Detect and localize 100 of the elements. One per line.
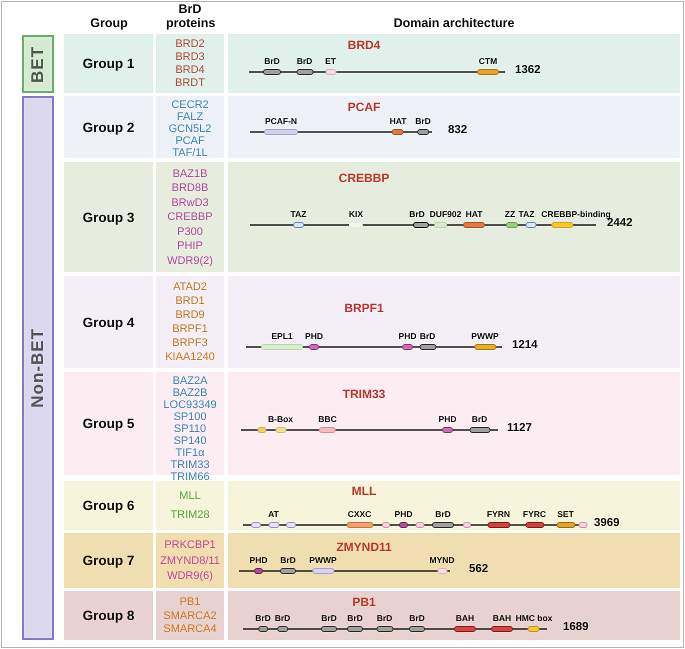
domain-label: BAH: [456, 613, 474, 623]
domain-label: BrD: [321, 613, 337, 623]
column-header: Domain architecture: [392, 16, 516, 30]
protein-name: BAZ2A: [172, 375, 208, 387]
domain-label: BrD: [472, 414, 488, 424]
domain-label: PCAF-N: [264, 116, 298, 126]
group-name: Group 1: [82, 56, 134, 71]
group-name: Group 5: [82, 416, 134, 431]
domain-label: BrD: [255, 613, 271, 623]
domain-label: EPL1: [271, 331, 293, 341]
protein-name: BRD4: [175, 64, 205, 76]
group-name: Group 4: [82, 314, 134, 330]
domain-label: BrD: [435, 509, 451, 519]
protein-name: SP140: [173, 435, 207, 447]
protein-name-heading: BRPF1: [344, 301, 384, 315]
domain-label: AT: [268, 509, 279, 519]
protein-name-heading: TRIM33: [342, 387, 386, 401]
protein-name: BAZ2B: [172, 387, 208, 399]
protein-name: SMARCA2: [163, 610, 217, 622]
protein-name: BRD8B: [172, 182, 208, 194]
protein-name: TAF/1L: [172, 147, 208, 159]
sequence-length: 832: [448, 124, 468, 136]
protein-name: SP110: [174, 423, 206, 435]
sequence-length: 562: [469, 563, 488, 575]
protein-name-heading: PCAF: [348, 100, 380, 114]
domain-label: PHD: [394, 509, 412, 519]
group-name: Group 7: [82, 553, 134, 568]
column-header: Group: [89, 16, 129, 30]
protein-name: TIF1α: [176, 447, 204, 459]
domain-label: PHD: [438, 414, 456, 424]
domain-label: CTM: [478, 56, 498, 66]
domain-label: BrD: [409, 209, 425, 219]
domain-label: TAZ: [290, 209, 306, 219]
domain-label: PHD: [398, 331, 416, 341]
sequence-length: 1689: [563, 621, 589, 633]
protein-name: BRPF1: [172, 323, 208, 335]
protein-name: CECR2: [171, 99, 209, 111]
domain-label: BrD: [274, 613, 290, 623]
protein-name-heading: MLL: [352, 484, 376, 498]
protein-name: BRD9: [175, 309, 205, 321]
domain-label: PWWP: [309, 555, 337, 565]
sequence-length: 1127: [507, 422, 532, 434]
column-header: BrD proteins: [166, 2, 214, 30]
group-band: [22, 96, 54, 640]
domain-label: BrD: [409, 613, 425, 623]
protein-name: MLL: [179, 490, 201, 502]
domain-label: ZZ: [504, 209, 516, 219]
protein-name: PCAF: [175, 135, 205, 147]
domain-label: BAH: [492, 613, 512, 623]
protein-name-heading: ZMYND11: [336, 540, 392, 554]
domain-label: BrD: [347, 613, 363, 623]
domain-label: CREBBP-binding: [541, 209, 611, 219]
protein-name: BRD2: [175, 38, 205, 50]
group-name: Group 6: [82, 498, 134, 513]
protein-name: BAZ1B: [172, 168, 208, 180]
protein-name: BRDT: [175, 77, 205, 89]
domain-label: HAT: [466, 209, 482, 219]
group-band: [22, 35, 54, 93]
sequence-length: 2442: [607, 217, 633, 229]
protein-name: GCN5L2: [168, 123, 212, 135]
protein-name: BRPF3: [172, 337, 208, 349]
group-name: Group 2: [82, 120, 134, 134]
protein-name: LOC93349: [163, 399, 217, 411]
protein-name: PRKCBP1: [164, 539, 216, 552]
protein-name: WDR9(6): [167, 570, 213, 582]
domain-label: FYRN: [486, 509, 510, 519]
domain-label: BrD: [296, 56, 312, 66]
domain-label: BrD: [280, 555, 296, 565]
sequence-length: 1214: [512, 339, 538, 351]
domain-label: B-Box: [268, 414, 294, 424]
protein-name: KIAA1240: [165, 351, 215, 363]
group-name: Group 3: [82, 210, 134, 224]
domain-label: PWWP: [471, 331, 499, 341]
band-label: BET: [28, 46, 48, 82]
domain-label: BBC: [318, 414, 337, 424]
protein-name: CREBBP: [167, 211, 213, 223]
domain-label: SET: [557, 509, 574, 519]
domain-label: HMC box: [516, 613, 552, 623]
domain-label: BrD: [420, 331, 436, 341]
protein-name: FALZ: [176, 111, 204, 123]
domain-label: PHD: [305, 331, 323, 341]
domain-label: KIX: [348, 209, 364, 219]
protein-name: TRIM66: [170, 471, 210, 483]
domain-label: FYRC: [522, 509, 546, 519]
protein-name-heading: PB1: [352, 595, 376, 609]
protein-name: PB1: [180, 596, 200, 608]
protein-name: P300: [177, 226, 203, 238]
group-name: Group 8: [82, 608, 134, 623]
domain-label: ET: [325, 56, 336, 66]
protein-name: PHIP: [177, 240, 203, 252]
protein-name: WDR9(2): [167, 254, 213, 266]
protein-name: BRD1: [175, 295, 205, 307]
protein-name-heading: CREBBP: [338, 171, 390, 185]
domain-label: HAT: [390, 116, 406, 126]
protein-name: TRIM28: [170, 508, 210, 521]
domain-label: TAZ: [518, 209, 534, 219]
protein-name: SP100: [173, 411, 207, 423]
domain-label: PHD: [250, 555, 268, 565]
domain-label: MYND: [429, 555, 455, 565]
domain-label: DUF902: [430, 209, 462, 219]
